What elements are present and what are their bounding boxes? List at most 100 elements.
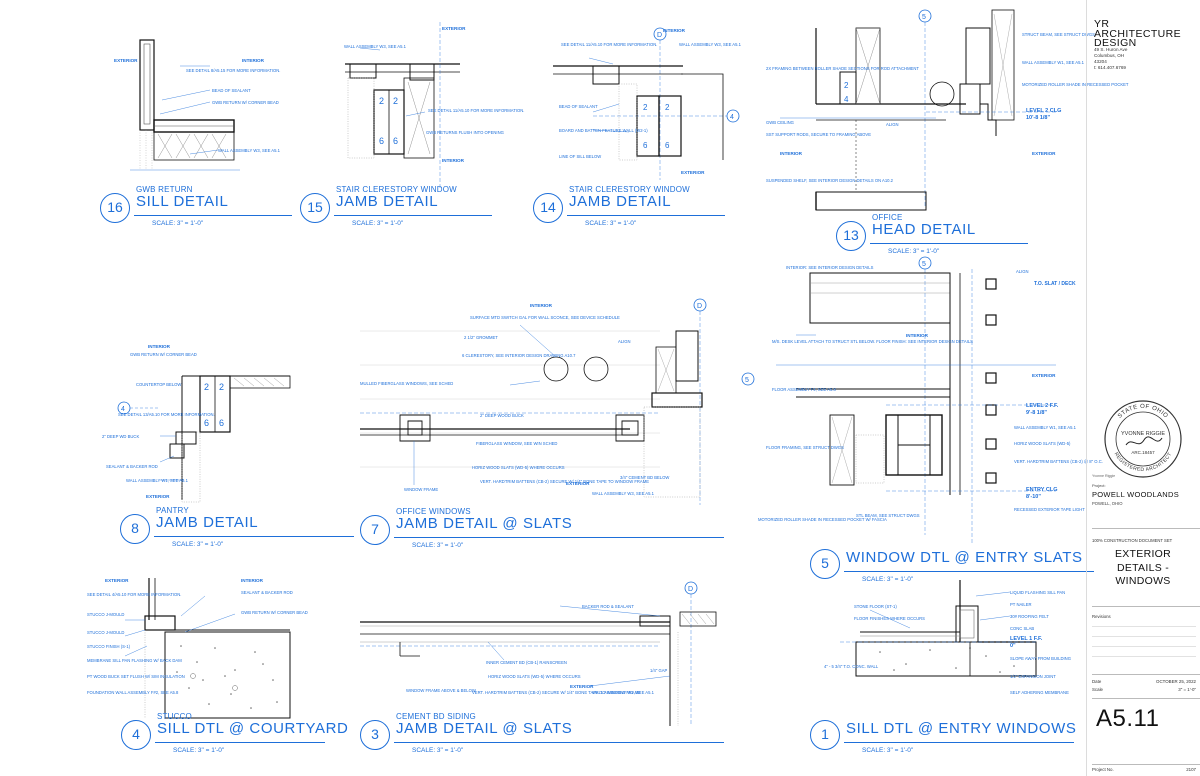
interior-tag: INTERIOR xyxy=(663,28,685,33)
title-underline xyxy=(844,571,1094,572)
detail-name: SILL DTL @ COURTYARD xyxy=(157,720,349,737)
revision-row xyxy=(1092,646,1196,647)
interior-tag: INTERIOR xyxy=(530,303,552,308)
svg-text:2: 2 xyxy=(844,81,849,90)
detail-16: EXTERIOR INTERIOR SEE DETAIL 8/A5.15 FOR… xyxy=(100,30,300,240)
project-number-label: Project No. xyxy=(1092,767,1114,772)
note: ALIGN xyxy=(886,122,899,127)
revision-row xyxy=(1092,656,1196,657)
note: WALL ASSEMBLY W3, SEE A5.1 xyxy=(344,44,406,49)
level-tag: LEVEL 2 F.F. xyxy=(1026,403,1059,409)
address-line: 49 S. Huron Ave xyxy=(1094,47,1128,52)
detail-scale: SCALE: 3" = 1'-0" xyxy=(152,220,204,227)
interior-tag: INTERIOR xyxy=(906,333,928,338)
svg-text:6: 6 xyxy=(379,136,384,146)
note: GWB RETURN W/ CORNER BEAD xyxy=(241,610,308,615)
note: 3/4" CEMENT BD BELOW xyxy=(620,475,670,480)
note: SEE DETAIL 13/A5.10 FOR MORE INFORMATION… xyxy=(118,412,215,417)
svg-text:2: 2 xyxy=(665,103,670,112)
note: HORIZ WOOD SLATS (WD-5) WHERE OCCURS xyxy=(488,674,581,679)
address-line: 43204 xyxy=(1094,59,1107,64)
note: WALL ASSEMBLY W1, SEE A5.1 xyxy=(126,478,188,483)
svg-text:2: 2 xyxy=(219,382,224,392)
note: BACKER ROD & SEALANT xyxy=(582,604,634,609)
detail-number: 15 xyxy=(300,193,330,223)
detail-number: 16 xyxy=(100,193,130,223)
revision-row xyxy=(1092,636,1196,637)
note: WALL ASSEMBLY W3, SEE A5.1 xyxy=(218,148,280,153)
note: 30# ROOFING FELT xyxy=(1010,614,1049,619)
title-underline xyxy=(334,215,492,216)
seal-name: YVONNE RIGGIE xyxy=(1121,431,1165,437)
note: STUCCO J-MOULD xyxy=(87,630,125,635)
interior-tag: INTERIOR xyxy=(241,578,263,583)
note: MOTORIZED ROLLER SHADE IN RECESSED POCKE… xyxy=(758,517,887,522)
detail-name: JAMB DETAIL @ SLATS xyxy=(396,720,573,737)
note: M/S. DESK LEVEL ATTACH TO STRUCT STL BEL… xyxy=(772,339,973,344)
logo-line: ARCHITECTURE xyxy=(1094,27,1182,40)
detail-name: WINDOW DTL @ ENTRY SLATS xyxy=(846,549,1083,566)
note: STL BEAM, SEE STRUCT DWGS xyxy=(856,513,920,518)
title-underline xyxy=(394,537,724,538)
note: FLOOR ASSEMBLY F4, SEE A5.8 xyxy=(772,387,836,392)
project-label: Project: xyxy=(1092,483,1106,488)
detail-number: 1 xyxy=(810,720,840,750)
note: LIQUID FLASHING SILL PAN xyxy=(1010,590,1066,595)
detail-drawings-area: EXTERIOR INTERIOR SEE DETAIL 8/A5.15 FOR… xyxy=(87,9,1129,754)
detail-7-drawing: D 5 xyxy=(360,298,755,505)
detail-15: 2 2 6 6 EXTERIOR INTERIOR WALL ASSEMBLY … xyxy=(300,20,524,240)
detail-subtitle: STAIR CLERESTORY WINDOW xyxy=(336,185,457,194)
divider xyxy=(1092,606,1200,607)
note: WALL ASSEMBLY W3, SEE A5.1 xyxy=(592,491,654,496)
note: FLOOR FINISHES WHERE OCCURS xyxy=(854,616,925,621)
title-block-divider xyxy=(1086,0,1087,776)
detail-4-drawing xyxy=(124,578,291,719)
note: FOUNDATION WALL ASSEMBLY F#2, SEE A5.8 xyxy=(87,690,179,695)
scale-row: Scale 3" = 1'-0" xyxy=(1092,687,1196,692)
interior-tag: INTERIOR xyxy=(780,151,802,156)
detail-scale: SCALE: 3" = 1'-0" xyxy=(888,248,940,255)
svg-text:6: 6 xyxy=(665,141,670,150)
note: SEE DETAIL 8/A5.15 FOR MORE INFORMATION. xyxy=(186,68,281,73)
exterior-tag: EXTERIOR xyxy=(442,26,466,31)
note: WALL ASSEMBLY W1, SEE A5.1 xyxy=(592,690,654,695)
exterior-tag: EXTERIOR xyxy=(566,481,590,486)
detail-subtitle: PANTRY xyxy=(156,506,189,515)
svg-text:2: 2 xyxy=(643,103,648,112)
signature-mark xyxy=(1125,436,1163,446)
detail-name: JAMB DETAIL xyxy=(336,193,439,210)
divider xyxy=(1092,674,1200,675)
svg-text:D: D xyxy=(657,32,662,39)
note: RECESSED EXTERIOR TAPE LIGHT xyxy=(1014,507,1085,512)
detail-scale: SCALE: 3" = 1'-0" xyxy=(173,747,225,754)
detail-scale: SCALE: 3" = 1'-0" xyxy=(585,220,637,227)
detail-number: 5 xyxy=(810,549,840,579)
detail-scale: SCALE: 3" = 1'-0" xyxy=(862,576,914,583)
note: WINDOW FRAME xyxy=(404,487,439,492)
note: 6 CLERESTORY, SEE INTERIOR DESIGN DRAWIN… xyxy=(462,353,576,358)
level-elevation: 0" xyxy=(1010,643,1016,649)
svg-text:2: 2 xyxy=(204,382,209,392)
note: WALL ASSEMBLY W3, SEE A5.1 xyxy=(679,42,741,47)
detail-scale: SCALE: 3" = 1'-0" xyxy=(412,747,464,754)
date-value: OCTOBER 25, 2022 xyxy=(1156,679,1196,684)
revision-row xyxy=(1092,626,1196,627)
level-elevation: 10'-8 1/8" xyxy=(1026,115,1051,121)
detail-8: 4 2 2 6 6 INTERIOR GWB RETURN W/ CORNER … xyxy=(100,340,354,550)
note: 2X FRAMING BETWEEN ROLLER SHADE SECTIONS… xyxy=(766,66,919,71)
detail-14-drawing: D 4 2 2 6 6 xyxy=(553,27,740,180)
svg-text:4: 4 xyxy=(844,95,849,104)
scale-label: Scale xyxy=(1092,687,1103,692)
note: GWB RETURN W/ CORNER BEAD xyxy=(212,100,279,105)
note: PT WOOD BUCK SET FLUSH W/ SIM INSULATION xyxy=(87,674,185,679)
detail-name: HEAD DETAIL xyxy=(872,221,976,238)
title-underline xyxy=(155,742,325,743)
note: PT NAILER xyxy=(1010,602,1032,607)
note: GWB RETURN W/ CORNER BEAD xyxy=(130,352,197,357)
detail-scale: SCALE: 3" = 1'-0" xyxy=(352,220,404,227)
firm-address: 49 S. Huron Ave Columbus, OH 43204 t: 61… xyxy=(1094,47,1127,71)
interior-tag: INTERIOR xyxy=(242,58,264,63)
svg-text:D: D xyxy=(697,303,702,310)
exterior-tag: EXTERIOR xyxy=(114,58,138,63)
